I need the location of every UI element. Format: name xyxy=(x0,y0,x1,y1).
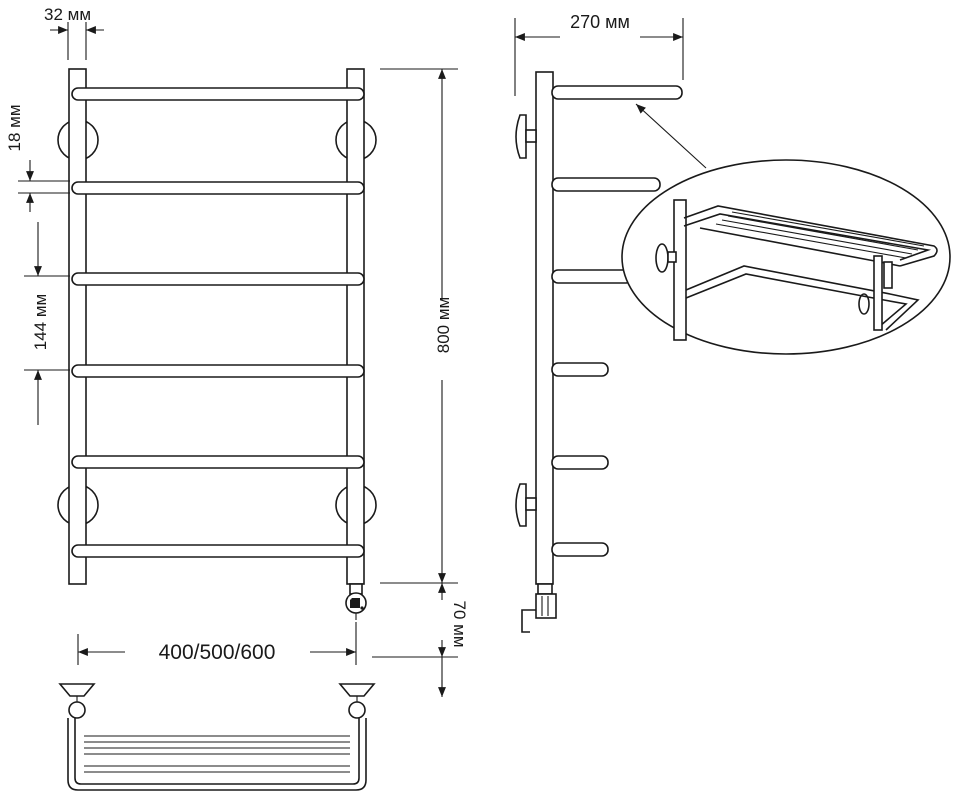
rung-5 xyxy=(71,455,365,469)
rung-6 xyxy=(71,544,365,558)
side-arm-1 xyxy=(551,85,683,100)
side-vertical-tube xyxy=(535,71,554,585)
side-heater-connector xyxy=(535,593,557,619)
label-bottom-offset: 70 мм xyxy=(450,600,469,647)
label-rung-spacing: 144 мм xyxy=(31,294,50,350)
front-view xyxy=(57,68,377,620)
side-arm-6 xyxy=(551,542,609,557)
dim-height: 800 мм xyxy=(380,68,458,584)
right-vertical-tube xyxy=(346,68,365,585)
label-height: 800 мм xyxy=(434,297,453,353)
detail-view xyxy=(621,159,951,355)
top-shelf-frame xyxy=(67,718,367,791)
side-heater-cable xyxy=(521,609,536,633)
dim-rung-spacing: 144 мм xyxy=(24,222,70,425)
top-view xyxy=(58,683,376,791)
rung-2 xyxy=(71,181,365,195)
top-mount-right xyxy=(338,683,376,697)
side-heater-body xyxy=(537,583,553,595)
label-tube-width: 32 мм xyxy=(44,5,91,24)
rung-1 xyxy=(71,87,365,101)
side-arm-4 xyxy=(551,362,609,377)
dim-tube-width: 32 мм xyxy=(44,5,104,60)
dim-widths: 400/500/600 xyxy=(77,622,357,665)
side-arm-2 xyxy=(551,177,661,192)
dim-tube-gap: 18 мм xyxy=(5,104,70,212)
side-arm-3 xyxy=(551,269,633,284)
heater-connector-core xyxy=(350,598,360,608)
dim-bottom-offset: 70 мм xyxy=(372,583,469,697)
left-vertical-tube xyxy=(68,68,87,585)
rung-3 xyxy=(71,272,365,286)
top-mount-left xyxy=(58,683,96,697)
side-mount-bottom xyxy=(515,483,527,527)
heater-pin-2 xyxy=(360,606,364,610)
dim-depth: 270 мм xyxy=(514,12,684,96)
side-arm-5 xyxy=(551,455,609,470)
heater-pin-1 xyxy=(348,596,352,600)
side-mount-top xyxy=(515,114,527,159)
detail-leader xyxy=(635,103,707,169)
side-view xyxy=(515,71,683,633)
label-widths: 400/500/600 xyxy=(159,641,276,664)
label-tube-gap: 18 мм xyxy=(5,104,24,151)
rung-4 xyxy=(71,364,365,378)
label-depth: 270 мм xyxy=(570,12,630,32)
